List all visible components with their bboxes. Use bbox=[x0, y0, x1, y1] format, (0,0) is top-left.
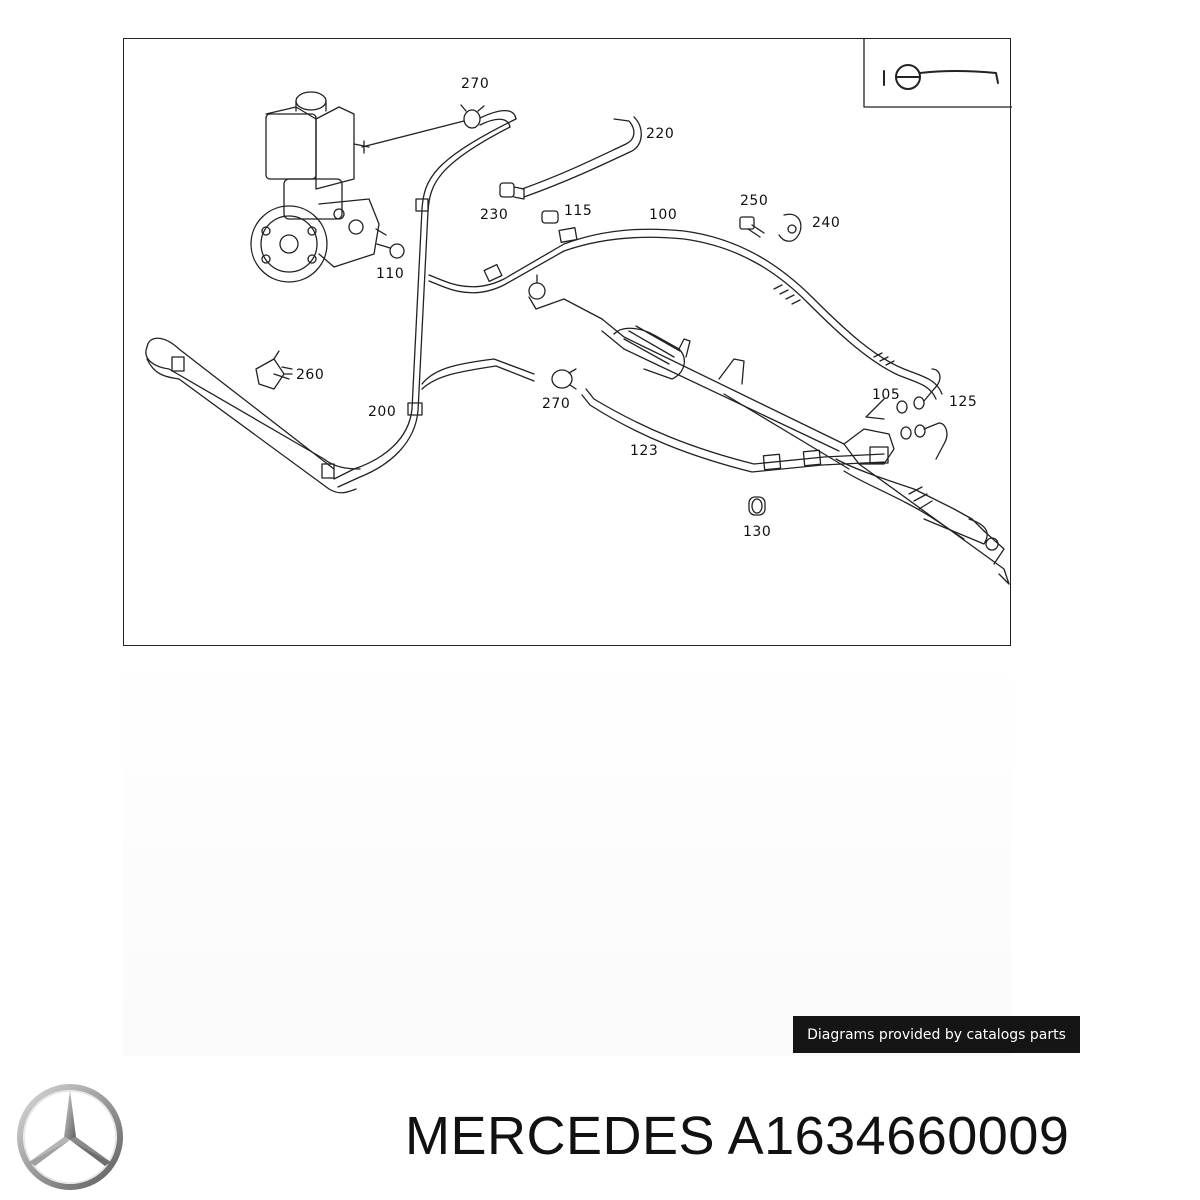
callout-115: 115 bbox=[564, 203, 593, 219]
fittings-105-125 bbox=[865, 368, 948, 460]
callout-270-lower: 270 bbox=[542, 396, 571, 412]
callout-105: 105 bbox=[872, 387, 901, 403]
callout-250: 250 bbox=[740, 193, 769, 209]
clip-260 bbox=[255, 350, 293, 390]
callout-125: 125 bbox=[949, 394, 978, 410]
callout-110: 110 bbox=[376, 266, 405, 282]
bolt-250 bbox=[739, 216, 765, 238]
credit-text: Diagrams provided by catalogs parts bbox=[807, 1026, 1066, 1043]
callout-260: 260 bbox=[296, 367, 325, 383]
callout-200: 200 bbox=[368, 404, 397, 420]
callout-130: 130 bbox=[743, 524, 772, 540]
return-hose-123 bbox=[581, 388, 889, 473]
clip-240 bbox=[778, 213, 802, 242]
parts-diagram: 270 220 230 115 100 250 240 110 260 200 … bbox=[123, 38, 1012, 646]
callout-240: 240 bbox=[812, 215, 841, 231]
callout-230: 230 bbox=[480, 207, 509, 223]
hose-clamp-270-lower bbox=[551, 369, 573, 389]
bracket-230 bbox=[499, 182, 525, 200]
diagram-bottom-area bbox=[123, 646, 1011, 1056]
grommet-130 bbox=[748, 496, 766, 516]
steering-wheel-icon bbox=[863, 39, 1012, 108]
callout-123: 123 bbox=[630, 443, 659, 459]
oring-110 bbox=[389, 243, 405, 259]
mercedes-star-logo-icon bbox=[17, 1084, 123, 1190]
bushing-115 bbox=[541, 210, 559, 224]
diagram-drawing bbox=[145, 39, 1012, 585]
hose-220 bbox=[521, 118, 635, 190]
callout-100: 100 bbox=[649, 207, 678, 223]
pump-assembly bbox=[250, 91, 387, 283]
hose-clamp-270-top bbox=[361, 104, 517, 148]
callout-220: 220 bbox=[646, 126, 675, 142]
pressure-hose-100 bbox=[428, 227, 943, 400]
credit-badge: Diagrams provided by catalogs parts bbox=[793, 1016, 1080, 1053]
return-line-200 bbox=[333, 118, 517, 480]
product-title: MERCEDES A1634660009 bbox=[405, 1106, 1070, 1166]
callout-270-top: 270 bbox=[461, 76, 490, 92]
